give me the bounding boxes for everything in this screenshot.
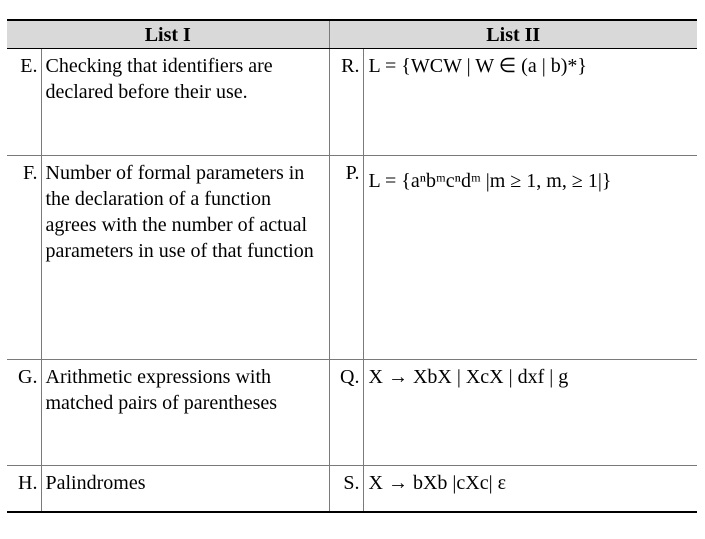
table-row: E. Checking that identifiers are declare… bbox=[7, 48, 697, 156]
list-2-header: List II bbox=[328, 19, 697, 49]
table-row: G. Arithmetic expressions with matched p… bbox=[7, 359, 697, 466]
list-1-letter: G. bbox=[7, 359, 41, 466]
list-2-letter: S. bbox=[329, 465, 363, 513]
list-2-letter: Q. bbox=[329, 359, 363, 466]
matching-table: List I List II E. Checking that identifi… bbox=[7, 19, 697, 513]
list-1-letter: E. bbox=[7, 48, 41, 156]
list-1-item: Checking that identifiers are declared b… bbox=[40, 48, 330, 156]
list-1-letter: F. bbox=[7, 155, 41, 360]
table-row: F. Number of formal parameters in the de… bbox=[7, 155, 697, 360]
list-2-letter: P. bbox=[329, 155, 363, 360]
list-2-item: L = {WCW | W ∈ (a | b)*} bbox=[362, 48, 697, 156]
list-2-item: X → XbX | XcX | dxf | g bbox=[362, 359, 697, 466]
header-row: List I List II bbox=[7, 19, 697, 49]
list-2-item: X → bXb |cXc| ε bbox=[362, 465, 697, 513]
list-2-letter: R. bbox=[329, 48, 363, 156]
list-2-item: L = {aⁿbᵐcⁿdᵐ |m ≥ 1, m, ≥ 1|} bbox=[362, 155, 697, 360]
list-1-item: Arithmetic expressions with matched pair… bbox=[40, 359, 330, 466]
list-1-item: Number of formal parameters in the decla… bbox=[40, 155, 330, 360]
table-row: H. Palindromes S. X → bXb |cXc| ε bbox=[7, 465, 697, 513]
list-1-item: Palindromes bbox=[40, 465, 330, 513]
list-1-letter: H. bbox=[7, 465, 41, 513]
list-1-header: List I bbox=[7, 19, 330, 49]
